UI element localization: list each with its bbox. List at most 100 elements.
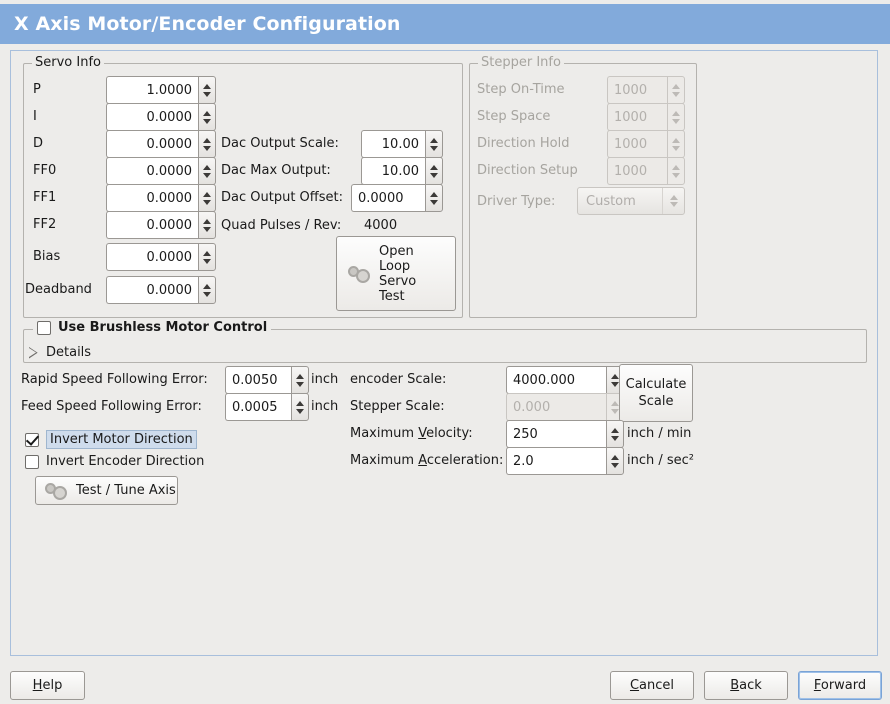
checkbox-box[interactable] [25,432,39,447]
dac-output-scale-buttons[interactable] [425,130,443,158]
dac-output-offset-spin[interactable]: 0.0000 [351,184,443,212]
direction-setup-spin[interactable]: 1000 [607,157,685,185]
checkbox-box[interactable] [37,320,51,335]
maximum-velocity-spin[interactable]: 250 [506,420,624,448]
maximum-velocity-buttons[interactable] [606,420,624,448]
servo-spin-ff2[interactable]: 0.0000 [106,211,216,239]
direction-hold-value[interactable]: 1000 [607,130,667,158]
maximum-velocity-label-key: V [418,426,427,441]
maximum-acceleration-spin[interactable]: 2.0 [506,447,624,475]
servo-spin-p-buttons[interactable] [198,76,216,104]
encoder-scale-spin[interactable]: 4000.000 [506,366,624,394]
servo-spin-d-buttons[interactable] [198,130,216,158]
direction-hold-buttons[interactable] [667,130,685,158]
open-loop-servo-test-button[interactable]: Open Loop Servo Test [336,236,456,311]
servo-spin-ff0-buttons[interactable] [198,157,216,185]
cancel-button[interactable]: Cancel [610,671,694,700]
servo-spin-deadband-buttons[interactable] [198,276,216,304]
forward-button[interactable]: Forward [798,671,882,700]
step-on-time-spin[interactable]: 1000 [607,76,685,104]
checkbox-box[interactable] [25,454,39,469]
stepper-scale-value[interactable]: 0.000 [506,393,606,421]
step-on-time-buttons[interactable] [667,76,685,104]
servo-value-bias[interactable]: 0.0000 [106,243,198,271]
rapid-speed-following-error-value[interactable]: 0.0050 [225,366,291,394]
dac-max-output-buttons[interactable] [425,157,443,185]
feed-speed-following-error-value[interactable]: 0.0005 [225,393,291,421]
feed-speed-following-error-spin[interactable]: 0.0005 [225,393,309,421]
maximum-velocity-label-post: elocity: [426,426,473,441]
servo-value-deadband[interactable]: 0.0000 [106,276,198,304]
use-brushless-motor-control-label: Use Brushless Motor Control [58,320,268,335]
servo-spin-ff1-buttons[interactable] [198,184,216,212]
servo-spin-i-buttons[interactable] [198,103,216,131]
brushless-group [23,329,867,363]
stepper-scale-spin[interactable]: 0.000 [506,393,624,421]
dac-max-output-spin[interactable]: 10.00 [361,157,443,185]
servo-value-ff1[interactable]: 0.0000 [106,184,198,212]
step-on-time-value[interactable]: 1000 [607,76,667,104]
servo-spin-i[interactable]: 0.0000 [106,103,216,131]
back-label: Back [730,678,762,693]
dac-output-offset-buttons[interactable] [425,184,443,212]
invert-motor-direction-checkbox[interactable]: Invert Motor Direction [25,430,197,449]
servo-info-group: Servo Info [23,55,463,318]
maximum-acceleration-label-key: A [418,453,427,468]
servo-spin-ff0[interactable]: 0.0000 [106,157,216,185]
servo-spin-ff2-buttons[interactable] [198,211,216,239]
dac-max-output-value[interactable]: 10.00 [361,157,425,185]
direction-setup-buttons[interactable] [667,157,685,185]
servo-value-p[interactable]: 1.0000 [106,76,198,104]
help-rest: elp [42,678,63,693]
servo-label-ff1: FF1 [33,190,57,205]
servo-value-d[interactable]: 0.0000 [106,130,198,158]
direction-hold-label: Direction Hold [477,136,570,151]
servo-spin-bias-buttons[interactable] [198,243,216,271]
servo-spin-p[interactable]: 1.0000 [106,76,216,104]
forward-rest: orward [820,678,867,693]
dac-output-scale-value[interactable]: 10.00 [361,130,425,158]
servo-spin-d[interactable]: 0.0000 [106,130,216,158]
servo-value-ff0[interactable]: 0.0000 [106,157,198,185]
driver-type-select[interactable]: Custom [577,187,685,215]
back-mnemonic: B [730,678,740,693]
dac-output-scale-spin[interactable]: 10.00 [361,130,443,158]
feed-speed-following-error-buttons[interactable] [291,393,309,421]
back-button[interactable]: Back [704,671,788,700]
test-tune-axis-button[interactable]: Test / Tune Axis [35,476,178,505]
servo-spin-bias[interactable]: 0.0000 [106,243,216,271]
encoder-scale-value[interactable]: 4000.000 [506,366,606,394]
use-brushless-motor-control-checkbox[interactable]: Use Brushless Motor Control [33,320,272,335]
help-button[interactable]: Help [10,671,85,700]
dac-max-output-label: Dac Max Output: [221,163,331,178]
invert-encoder-direction-checkbox[interactable]: Invert Encoder Direction [25,454,204,469]
dac-output-scale-label: Dac Output Scale: [221,136,339,151]
calculate-scale-line-1: Calculate [625,377,687,392]
rapid-speed-following-error-buttons[interactable] [291,366,309,394]
step-space-value[interactable]: 1000 [607,103,667,131]
chevron-right-icon [29,347,38,359]
direction-setup-label: Direction Setup [477,163,578,178]
details-expander[interactable]: Details [29,345,91,360]
servo-spin-ff1[interactable]: 0.0000 [106,184,216,212]
maximum-velocity-value[interactable]: 250 [506,420,606,448]
calculate-scale-button[interactable]: Calculate Scale [619,364,693,422]
servo-label-d: D [33,136,44,151]
dac-output-offset-value[interactable]: 0.0000 [351,184,425,212]
direction-setup-value[interactable]: 1000 [607,157,667,185]
direction-hold-spin[interactable]: 1000 [607,130,685,158]
step-space-spin[interactable]: 1000 [607,103,685,131]
dialog-footer: Help Cancel Back Forward [0,660,890,704]
forward-mnemonic: F [813,678,821,693]
maximum-acceleration-unit: inch / sec² [627,453,695,468]
rapid-speed-following-error-spin[interactable]: 0.0050 [225,366,309,394]
step-space-buttons[interactable] [667,103,685,131]
maximum-acceleration-buttons[interactable] [606,447,624,475]
servo-value-ff2[interactable]: 0.0000 [106,211,198,239]
driver-type-value: Custom [586,193,636,209]
open-loop-line-2: Loop [379,258,411,274]
maximum-velocity-label-pre: Maximum [350,426,419,441]
servo-spin-deadband[interactable]: 0.0000 [106,276,216,304]
servo-value-i[interactable]: 0.0000 [106,103,198,131]
maximum-acceleration-value[interactable]: 2.0 [506,447,606,475]
